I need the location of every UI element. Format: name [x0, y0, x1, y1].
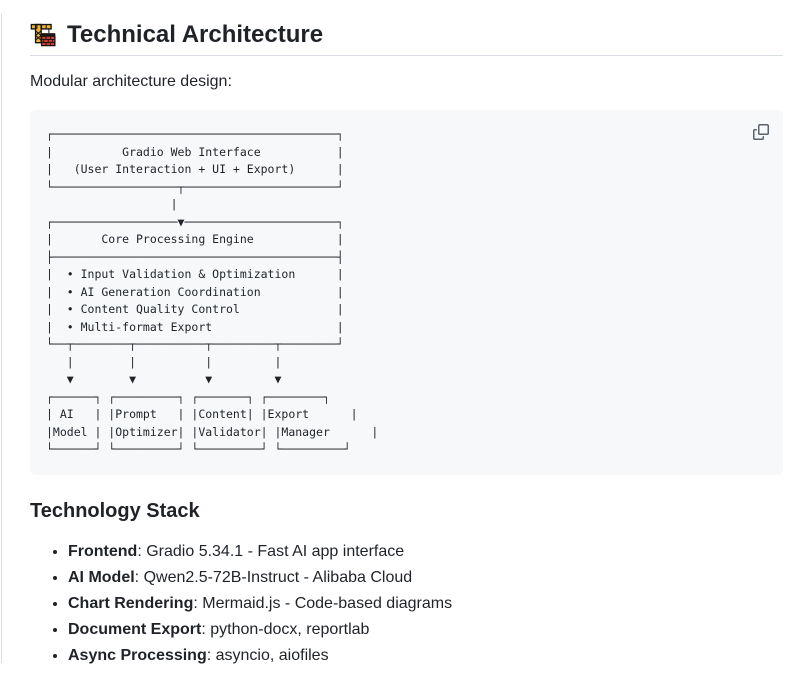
list-item: AI Model: Qwen2.5-72B-Instruct - Alibaba…: [68, 566, 783, 590]
architecture-diagram: ┌───────────────────────────────────────…: [46, 126, 767, 459]
architecture-diagram-text: ┌───────────────────────────────────────…: [46, 127, 379, 456]
list-item-text: : Gradio 5.34.1 - Fast AI app interface: [137, 542, 405, 560]
readme-content: Technical Architecture Modular architect…: [30, 0, 783, 668]
list-item-label: AI Model: [68, 568, 135, 586]
page-title: Technical Architecture: [30, 20, 783, 56]
list-item: Document Export: python-docx, reportlab: [68, 618, 783, 642]
list-item-text: : python-docx, reportlab: [201, 620, 370, 638]
list-item: Frontend: Gradio 5.34.1 - Fast AI app in…: [68, 540, 783, 564]
list-item-label: Document Export: [68, 620, 202, 638]
list-item-text: : Mermaid.js - Code-based diagrams: [193, 594, 453, 612]
list-item-label: Chart Rendering: [68, 594, 194, 612]
architecture-code-block: ┌───────────────────────────────────────…: [30, 110, 783, 475]
list-item-label: Async Processing: [68, 646, 207, 664]
copy-button[interactable]: [747, 118, 775, 146]
list-item: Chart Rendering: Mermaid.js - Code-based…: [68, 592, 783, 616]
copy-icon: [753, 124, 769, 140]
building-construction-icon: [30, 22, 57, 49]
page-title-text: Technical Architecture: [67, 21, 324, 48]
intro-text: Modular architecture design:: [30, 73, 232, 90]
list-item-text: : asyncio, aiofiles: [206, 646, 329, 664]
list-item: Async Processing: asyncio, aiofiles: [68, 644, 783, 668]
list-item-label: Frontend: [68, 542, 138, 560]
tech-stack-list: Frontend: Gradio 5.34.1 - Fast AI app in…: [30, 540, 783, 668]
list-item-text: : Qwen2.5-72B-Instruct - Alibaba Cloud: [134, 568, 413, 586]
tech-stack-heading: Technology Stack: [30, 499, 200, 522]
page-left-border: [1, 14, 2, 663]
